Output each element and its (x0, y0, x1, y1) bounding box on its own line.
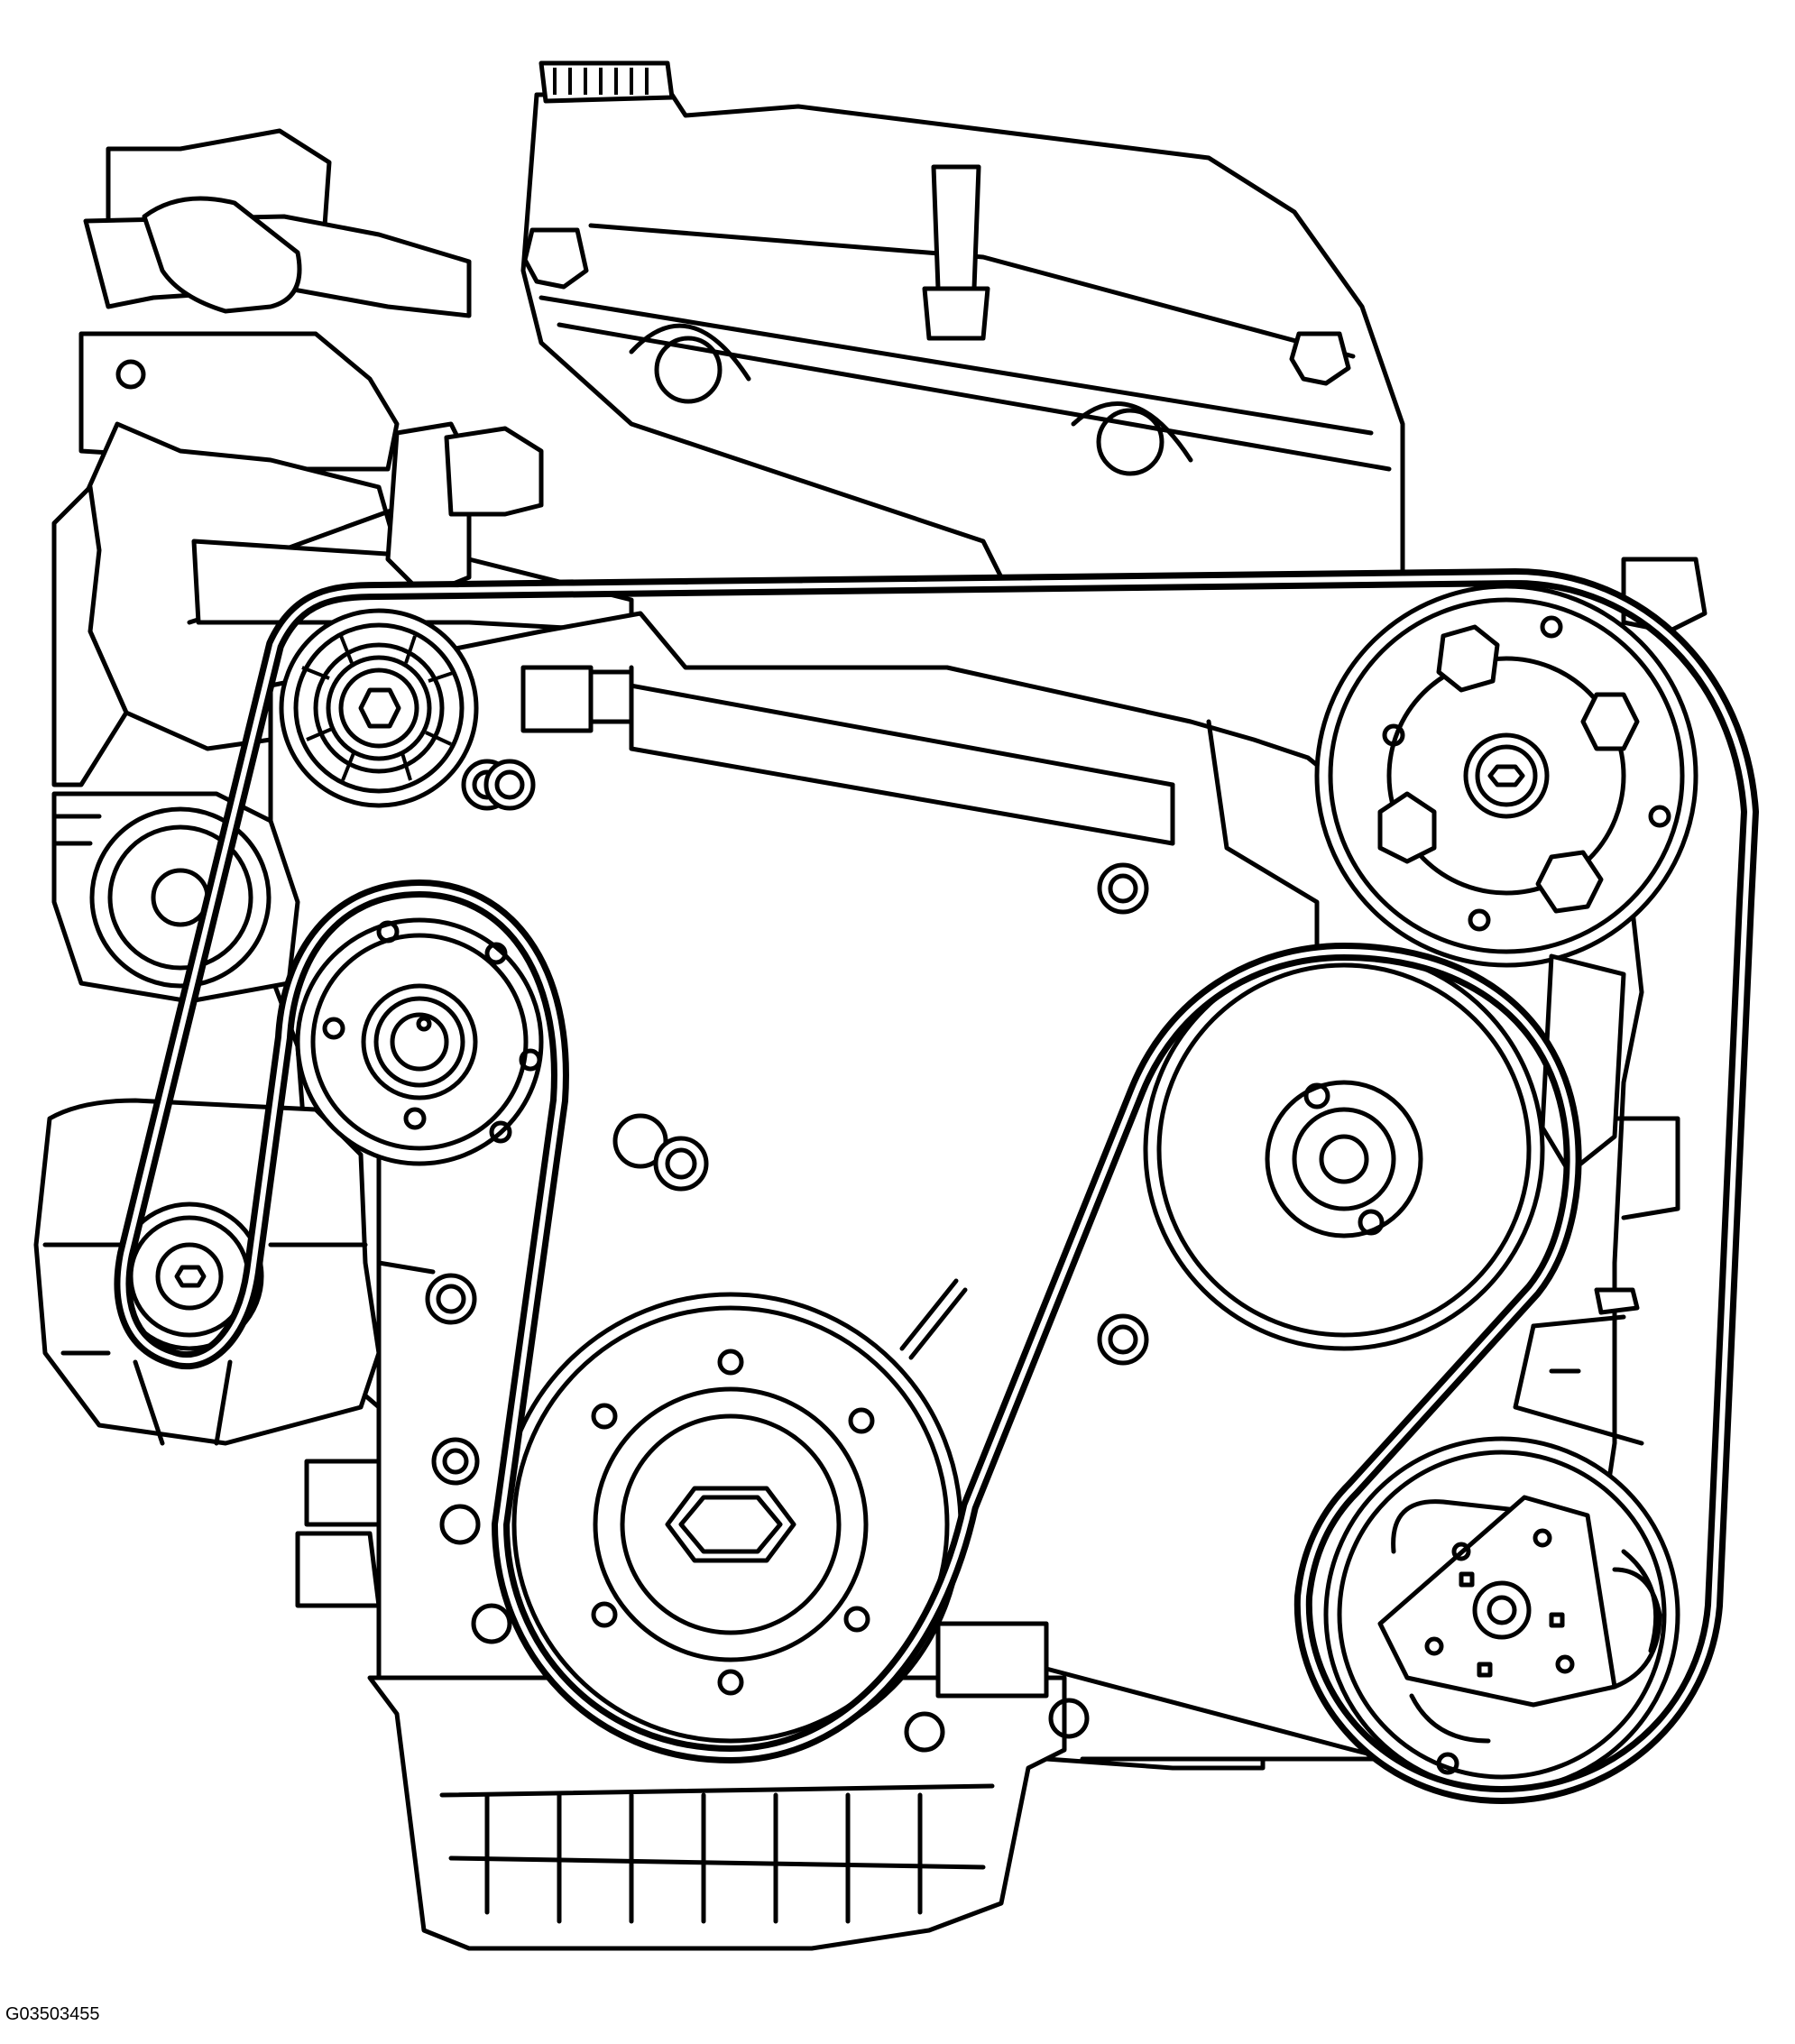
belt-tensioner (1323, 1436, 1680, 1793)
serpentine-belt (114, 568, 1759, 1804)
water-pump-pulley (1143, 949, 1626, 1351)
ac-compressor-pulley (1314, 584, 1698, 968)
power-steering-pump (295, 917, 544, 1166)
crankshaft-pulley (498, 1292, 963, 1757)
figure-code-label: G03503455 (5, 2004, 100, 2024)
upper-idler-pulley (279, 608, 536, 811)
